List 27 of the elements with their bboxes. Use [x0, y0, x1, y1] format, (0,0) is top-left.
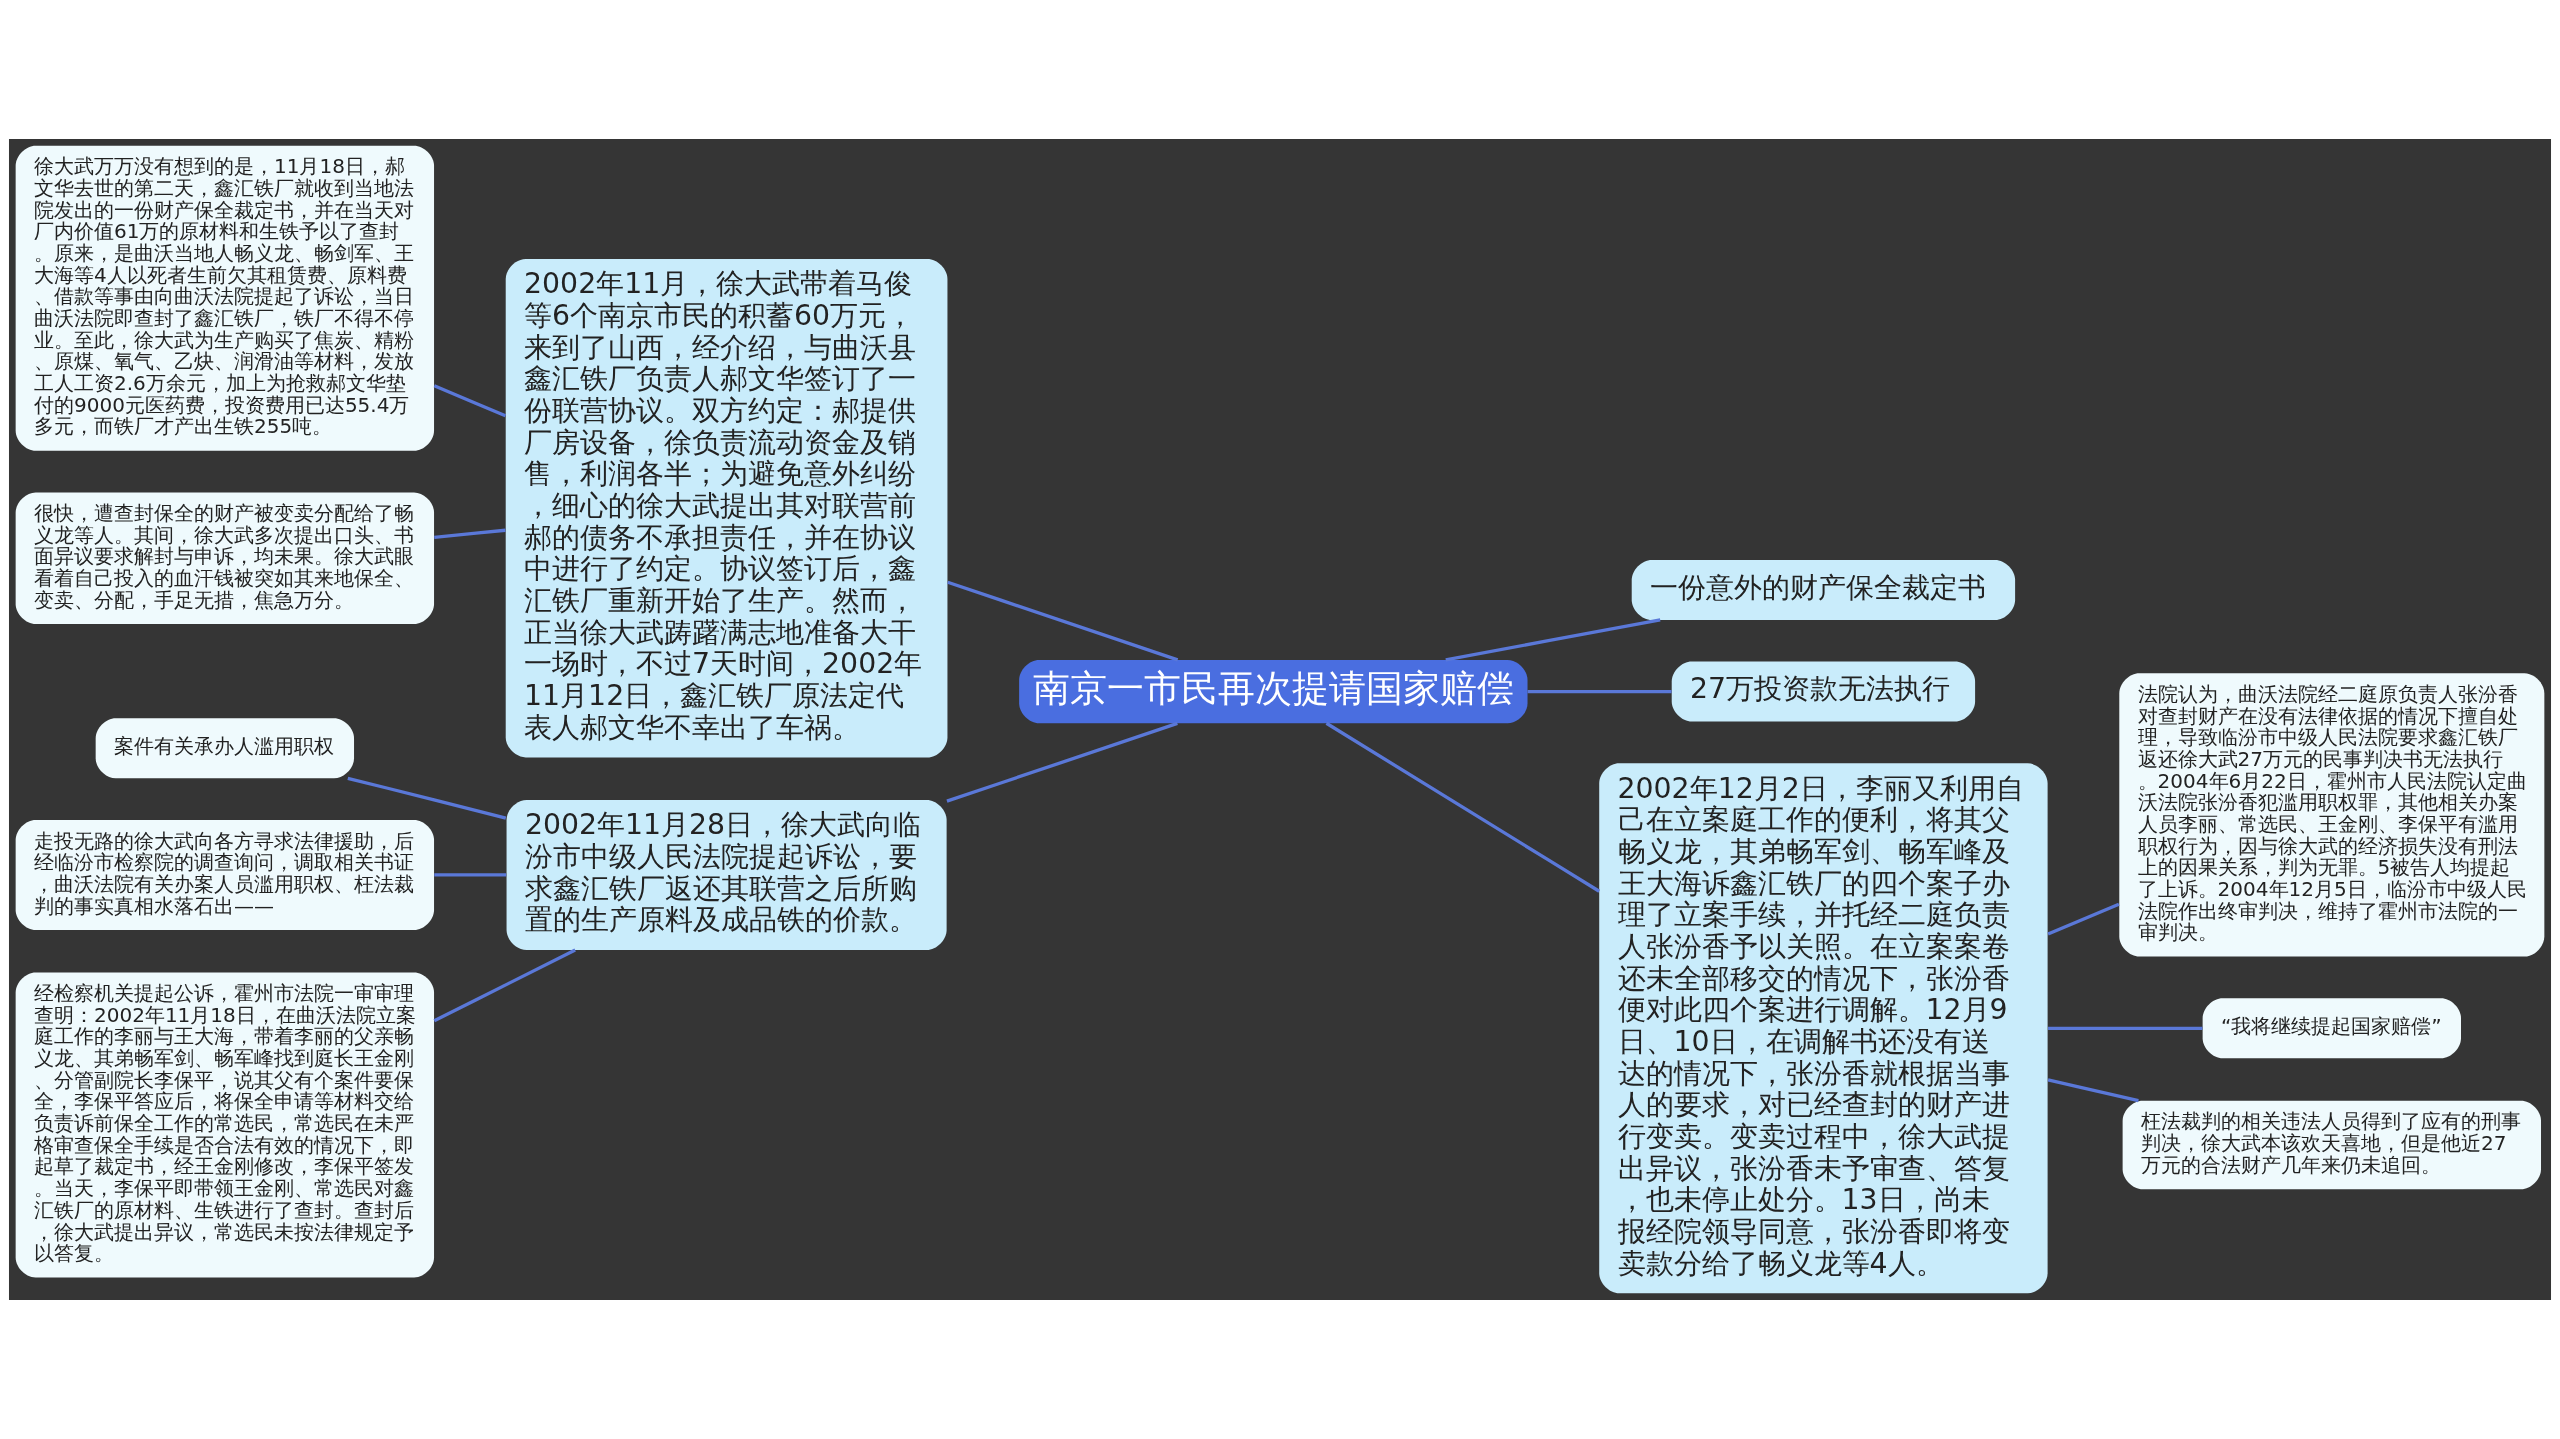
connector — [1527, 689, 1672, 694]
node-box: 2002年12月2日，李丽又利用自己在立案庭工作的便利，将其父畅义龙，其弟畅军剑、畅军峰及王大海诉鑫汇铁厂的四个案子办理了立案手续，并托经二庭负责人张汾香予以关照。在立案案卷还未全部移交的情况下，张汾香便对此四个案进行调解。12月9日、10日，在调解书还没有送达的情况下，张汾香就根据当事人的要求，对已经查封的财产进行变卖。变卖过程中，徐大武提出异议，张汾香未予审查、答复，也未停止处分。13日，尚未报经院领导同意，张汾香即将变卖款分给了畅义龙等4人。 — [1599, 763, 2048, 1294]
node-box: 枉法裁判的相关违法人员得到了应有的刑事判决，徐大武本该欢天喜地，但是他近27万元的合法财产几年来仍未追回。 — [2122, 1100, 2541, 1190]
connector — [2047, 902, 2120, 936]
node-box: 2002年11月，徐大武带着马俊等6个南京市民的积蓄60万元，来到了山西，经介绍，与曲沃县鑫汇铁厂负责人郝文华签订了一份联营协议。双方约定：郝提供厂房设备，徐负责流动资金及销售，利润各半；为避免意外纠纷，细心的徐大武提出其对联营前郝的债务不承担责任，并在协议中进行了约定。协议签订后，鑫汇铁厂重新开始了生产。然而，正当徐大武踌躇满志地准备大干一场时，不过7天时间，2002年11月12日，鑫汇铁厂原法定代表人郝文华不幸出了车祸。 — [505, 259, 948, 758]
connector — [1445, 618, 1661, 662]
connector — [2047, 1078, 2139, 1103]
connector — [946, 721, 1178, 803]
node-box: 2002年11月28日，徐大武向临汾市中级人民法院提起诉讼，要求鑫汇铁厂返还其联营之后所购置的生产原料及成品铁的价款。 — [506, 799, 947, 950]
connector — [1325, 721, 1601, 893]
node-box: 经检察机关提起公诉，霍州市法院一审审理查明：2002年11月18日，在曲沃法院立案庭工作的李丽与王大海，带着李丽的父亲畅义龙、其弟畅军剑、畅军峰找到庭长王金刚、分管副院长李保平，说其父有个案件要保全，李保平答应后，将保全申请等材料交给负责诉前保全工作的常选民，常选民在未严格审查保全手续是否合法有效的情况下，即起草了裁定书，经王金刚修改，李保平签发。当天，李保平即带领王金刚、常选民对鑫汇铁厂的原材料、生铁进行了查封。查封后，徐大武提出异议，常选民未按法律规定予以答复。 — [15, 972, 435, 1278]
node-box: 走投无路的徐大武向各方寻求法律援助，后经临汾市检察院的调查询问，调取相关书证，曲沃法院有关办案人员滥用职权、枉法裁判的事实真相水落石出—— — [15, 819, 435, 930]
connector — [434, 873, 507, 877]
node-box: 徐大武万万没有想到的是，11月18日，郝文华去世的第二天，鑫汇铁厂就收到当地法院发出的一份财产保全裁定书，并在当天对厂内价值61万的原材料和生铁予以了查封。原来，是曲沃当地人畅义龙、畅剑军、王大海等4人以死者生前欠其租赁费、原料费、借款等事由向曲沃法院提起了诉讼，当日曲沃法院即查封了鑫汇铁厂，铁厂不得不停业。至此，徐大武为生产购买了焦炭、精粉、原煤、氧气、乙炔、润滑油等材料，发放工人工资2.6万余元，加上为抢救郝文华垫付的9000元医药费，投资费用已达55.4万多元，而铁厂才产出生铁255吨。 — [15, 145, 435, 451]
connector — [433, 948, 576, 1023]
connector — [2048, 1026, 2203, 1030]
connector — [347, 776, 507, 820]
connector — [433, 384, 507, 418]
node-box: 27万投资款无法执行 — [1671, 661, 1976, 722]
node-box: 一份意外的财产保全裁定书 — [1631, 559, 2016, 620]
connector — [947, 580, 1179, 662]
node-box: “我将继续提起国家赔偿” — [2202, 998, 2461, 1059]
connector — [434, 528, 506, 540]
node-box: 法院认为，曲沃法院经二庭原负责人张汾香对查封财产在没有法律依据的情况下擅自处理，导致临汾市中级人民法院要求鑫汇铁厂返还徐大武27万元的民事判决书无法执行。2004年6月22日，霍州市人民法院认定曲沃法院张汾香犯滥用职权罪，其他相关办案人员李丽、常选民、王金刚、李保平有滥用职权行为，因与徐大武的经济损失没有刑法上的因果关系，判为无罪。5被告人均提起了上诉。2004年12月5日，临汾市中级人民法院作出终审判决，维持了霍州市法院的一审判决。 — [2119, 673, 2545, 957]
node-box: 案件有关承办人滥用职权 — [95, 718, 355, 779]
node-box: 南京一市民再次提请国家赔偿 — [1019, 659, 1528, 724]
node-box: 很快，遭查封保全的财产被变卖分配给了畅义龙等人。其间，徐大武多次提出口头、书面异议要求解封与申诉，均未果。徐大武眼看着自己投入的血汗钱被突如其来地保全、变卖、分配，手足无措，焦急万分。 — [15, 492, 435, 625]
